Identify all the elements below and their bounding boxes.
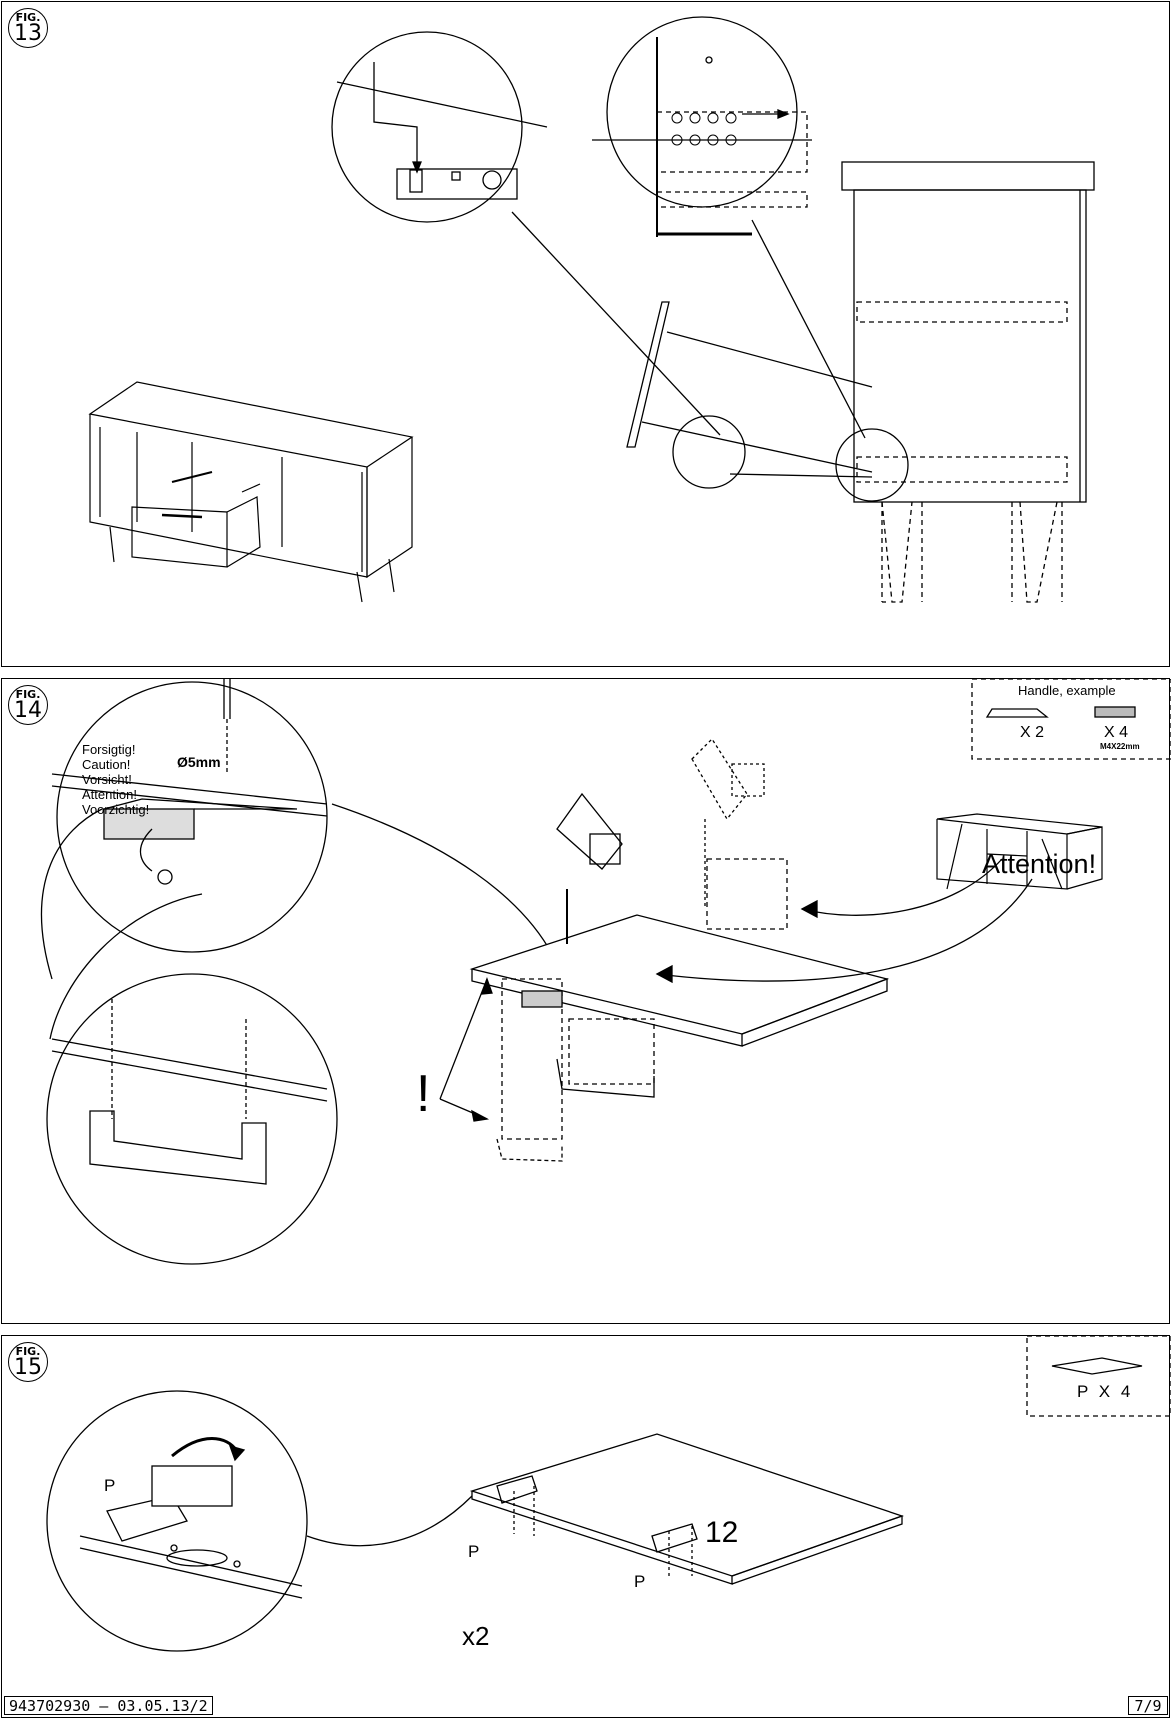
attention-heading: Attention! (982, 849, 1097, 879)
hinge-label-right: P (634, 1572, 646, 1591)
hinge-parts-box (1026, 1336, 1171, 1417)
detail-circle-cam (331, 31, 523, 223)
figure-13-panel: FIG. 13 (1, 1, 1170, 667)
hinge-label-detail: P (104, 1476, 116, 1495)
warning-german: Vorsicht! (82, 772, 132, 787)
detail-circle-handle (46, 973, 338, 1265)
figure-number: 15 (14, 1355, 42, 1380)
handle-parts-box (971, 679, 1171, 760)
figure-14-illustration (40, 679, 1171, 1265)
handle-quantity: X 2 (1020, 724, 1045, 741)
exclamation-mark: ! (416, 1065, 431, 1123)
drill-size-label: Ø5mm (177, 754, 221, 770)
warning-danish: Forsigtig! (82, 742, 136, 757)
cabinet-top (841, 161, 1095, 191)
hinge-icon (106, 1437, 246, 1542)
screw-quantity: X 4 (1104, 724, 1129, 741)
warning-dutch: Voorzichtig! (82, 802, 150, 817)
figure-label: FIG. (15, 688, 41, 701)
screw-spec: M4X22mm (1100, 742, 1140, 751)
warning-text-list: Forsigtig! Caution! Vorsicht! Attention!… (82, 742, 149, 817)
door-board (469, 914, 890, 1047)
figure-15-illustration (46, 1336, 1171, 1652)
document-id: 943702930 – 03.05.13/2 (4, 1696, 213, 1715)
figure-label: FIG. (15, 11, 41, 24)
warning-english: Caution! (82, 757, 131, 772)
figure-number: 14 (14, 698, 42, 723)
figure-label: FIG. (15, 1345, 41, 1358)
quantity-multiplier: x2 (462, 1621, 490, 1651)
sideboard-open-doors (936, 813, 1103, 890)
figure-15-badge: FIG. 15 (8, 1342, 48, 1382)
figure-14-badge: FIG. 14 (8, 685, 48, 725)
figure-number: 13 (14, 21, 42, 46)
hinge-parts-text: P X 4 (1077, 1382, 1134, 1401)
warning-french: Attention! (82, 787, 137, 802)
door-part-number: 12 (705, 1516, 739, 1549)
detail-circle-drill (56, 681, 328, 953)
figure-14-panel: FIG. 14 (1, 678, 1171, 1324)
drill-icon (556, 792, 623, 944)
door-board-12 (469, 1433, 904, 1585)
detail-circle-hinge (46, 1390, 308, 1652)
page-number: 7/9 (1128, 1696, 1168, 1715)
figure-13-illustration (88, 16, 1095, 603)
parts-box-title: Handle, example (1018, 683, 1116, 698)
figure-13-badge: FIG. 13 (8, 8, 48, 48)
sideboard-sketch (88, 381, 414, 603)
figure-15-panel: FIG. 15 (1, 1335, 1171, 1718)
hinge-label-left: P (468, 1542, 480, 1561)
